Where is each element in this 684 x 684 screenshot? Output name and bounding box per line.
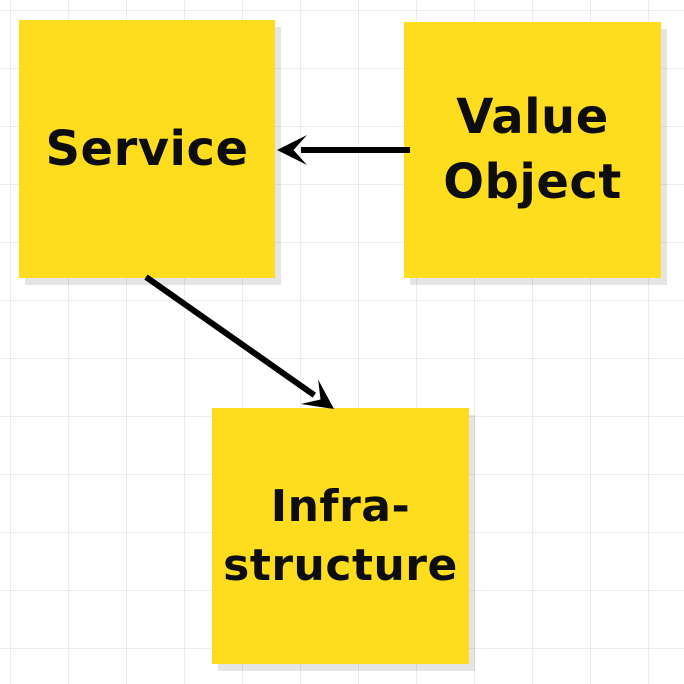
edge-value-object-to-service (277, 135, 410, 165)
edge-service-to-infrastructure-line (144, 274, 317, 398)
node-service-label: Service (45, 120, 249, 177)
edge-value-object-to-service-arrowhead (277, 135, 307, 165)
node-service[interactable]: Service (19, 20, 275, 278)
node-infrastructure-label: Infra- structure (223, 480, 458, 591)
node-value-object-label: Value Object (443, 89, 622, 210)
node-value-object[interactable]: Value Object (404, 22, 661, 278)
node-infrastructure[interactable]: Infra- structure (212, 408, 469, 664)
edge-service-to-infrastructure (144, 274, 334, 409)
edge-service-to-infrastructure-arrowhead (300, 379, 334, 409)
